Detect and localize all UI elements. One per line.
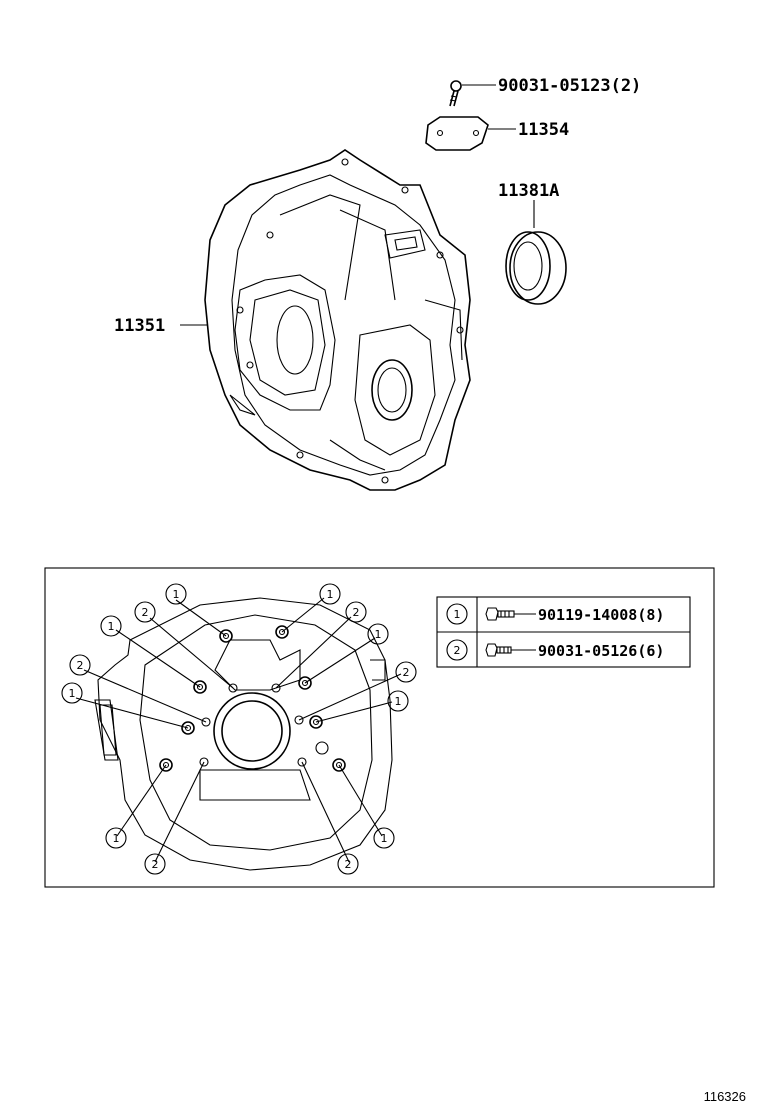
marker-1: 1	[61, 682, 83, 704]
svg-text:1: 1	[375, 628, 382, 641]
marker-1: 1	[387, 690, 409, 712]
callout-oil-seal: 11381A	[498, 181, 559, 201]
bolt-part	[449, 80, 462, 107]
clutch-housing-drawing	[204, 149, 471, 491]
figure-number: 116326	[703, 1089, 746, 1104]
bolt-icon	[485, 607, 515, 621]
svg-text:2: 2	[142, 606, 149, 619]
marker-2: 2	[69, 654, 91, 676]
oil-seal-part	[505, 231, 567, 305]
svg-text:1: 1	[108, 620, 115, 633]
marker-2: 2	[134, 601, 156, 623]
bolt-icon	[485, 643, 512, 657]
legend-row-1: 1 90119-14008(8)	[446, 603, 664, 625]
marker-1: 1	[165, 583, 187, 605]
svg-text:2: 2	[403, 666, 410, 679]
svg-text:2: 2	[152, 858, 159, 871]
leader-lines	[75, 597, 402, 863]
svg-text:1: 1	[327, 588, 334, 601]
callout-bolt-cover: 90031-05123(2)	[498, 76, 641, 96]
svg-text:1: 1	[454, 608, 461, 621]
svg-text:1: 1	[381, 832, 388, 845]
cover-plate-part	[425, 116, 489, 151]
svg-text:2: 2	[345, 858, 352, 871]
marker-2: 2	[395, 661, 417, 683]
svg-text:1: 1	[173, 588, 180, 601]
callout-cover-plate: 11354	[518, 120, 569, 140]
bolt-holes	[159, 625, 346, 772]
svg-text:90031-05126(6): 90031-05126(6)	[538, 642, 664, 660]
marker-2: 2	[337, 853, 359, 875]
marker-1: 1	[373, 827, 395, 849]
marker-1: 1	[319, 583, 341, 605]
marker-2: 2	[345, 601, 367, 623]
svg-text:1: 1	[69, 687, 76, 700]
marker-2: 2	[144, 853, 166, 875]
housing-front-view	[94, 597, 393, 871]
callout-housing: 11351	[114, 316, 165, 336]
marker-set: 1 1 2 2 1 1 2 2 1 1 1 1 2 2	[61, 583, 417, 875]
svg-text:1: 1	[395, 695, 402, 708]
svg-text:2: 2	[77, 659, 84, 672]
svg-text:2: 2	[353, 606, 360, 619]
marker-1: 1	[367, 623, 389, 645]
legend-row-2: 2 90031-05126(6)	[446, 639, 664, 661]
bolt-location-panel	[44, 567, 715, 888]
svg-text:2: 2	[454, 644, 461, 657]
marker-1: 1	[105, 827, 127, 849]
svg-text:1: 1	[113, 832, 120, 845]
bolt-legend-table: 1 90119-14008(8) 2 90031-05126(6)	[436, 596, 691, 668]
marker-1: 1	[100, 615, 122, 637]
svg-text:90119-14008(8): 90119-14008(8)	[538, 606, 664, 624]
